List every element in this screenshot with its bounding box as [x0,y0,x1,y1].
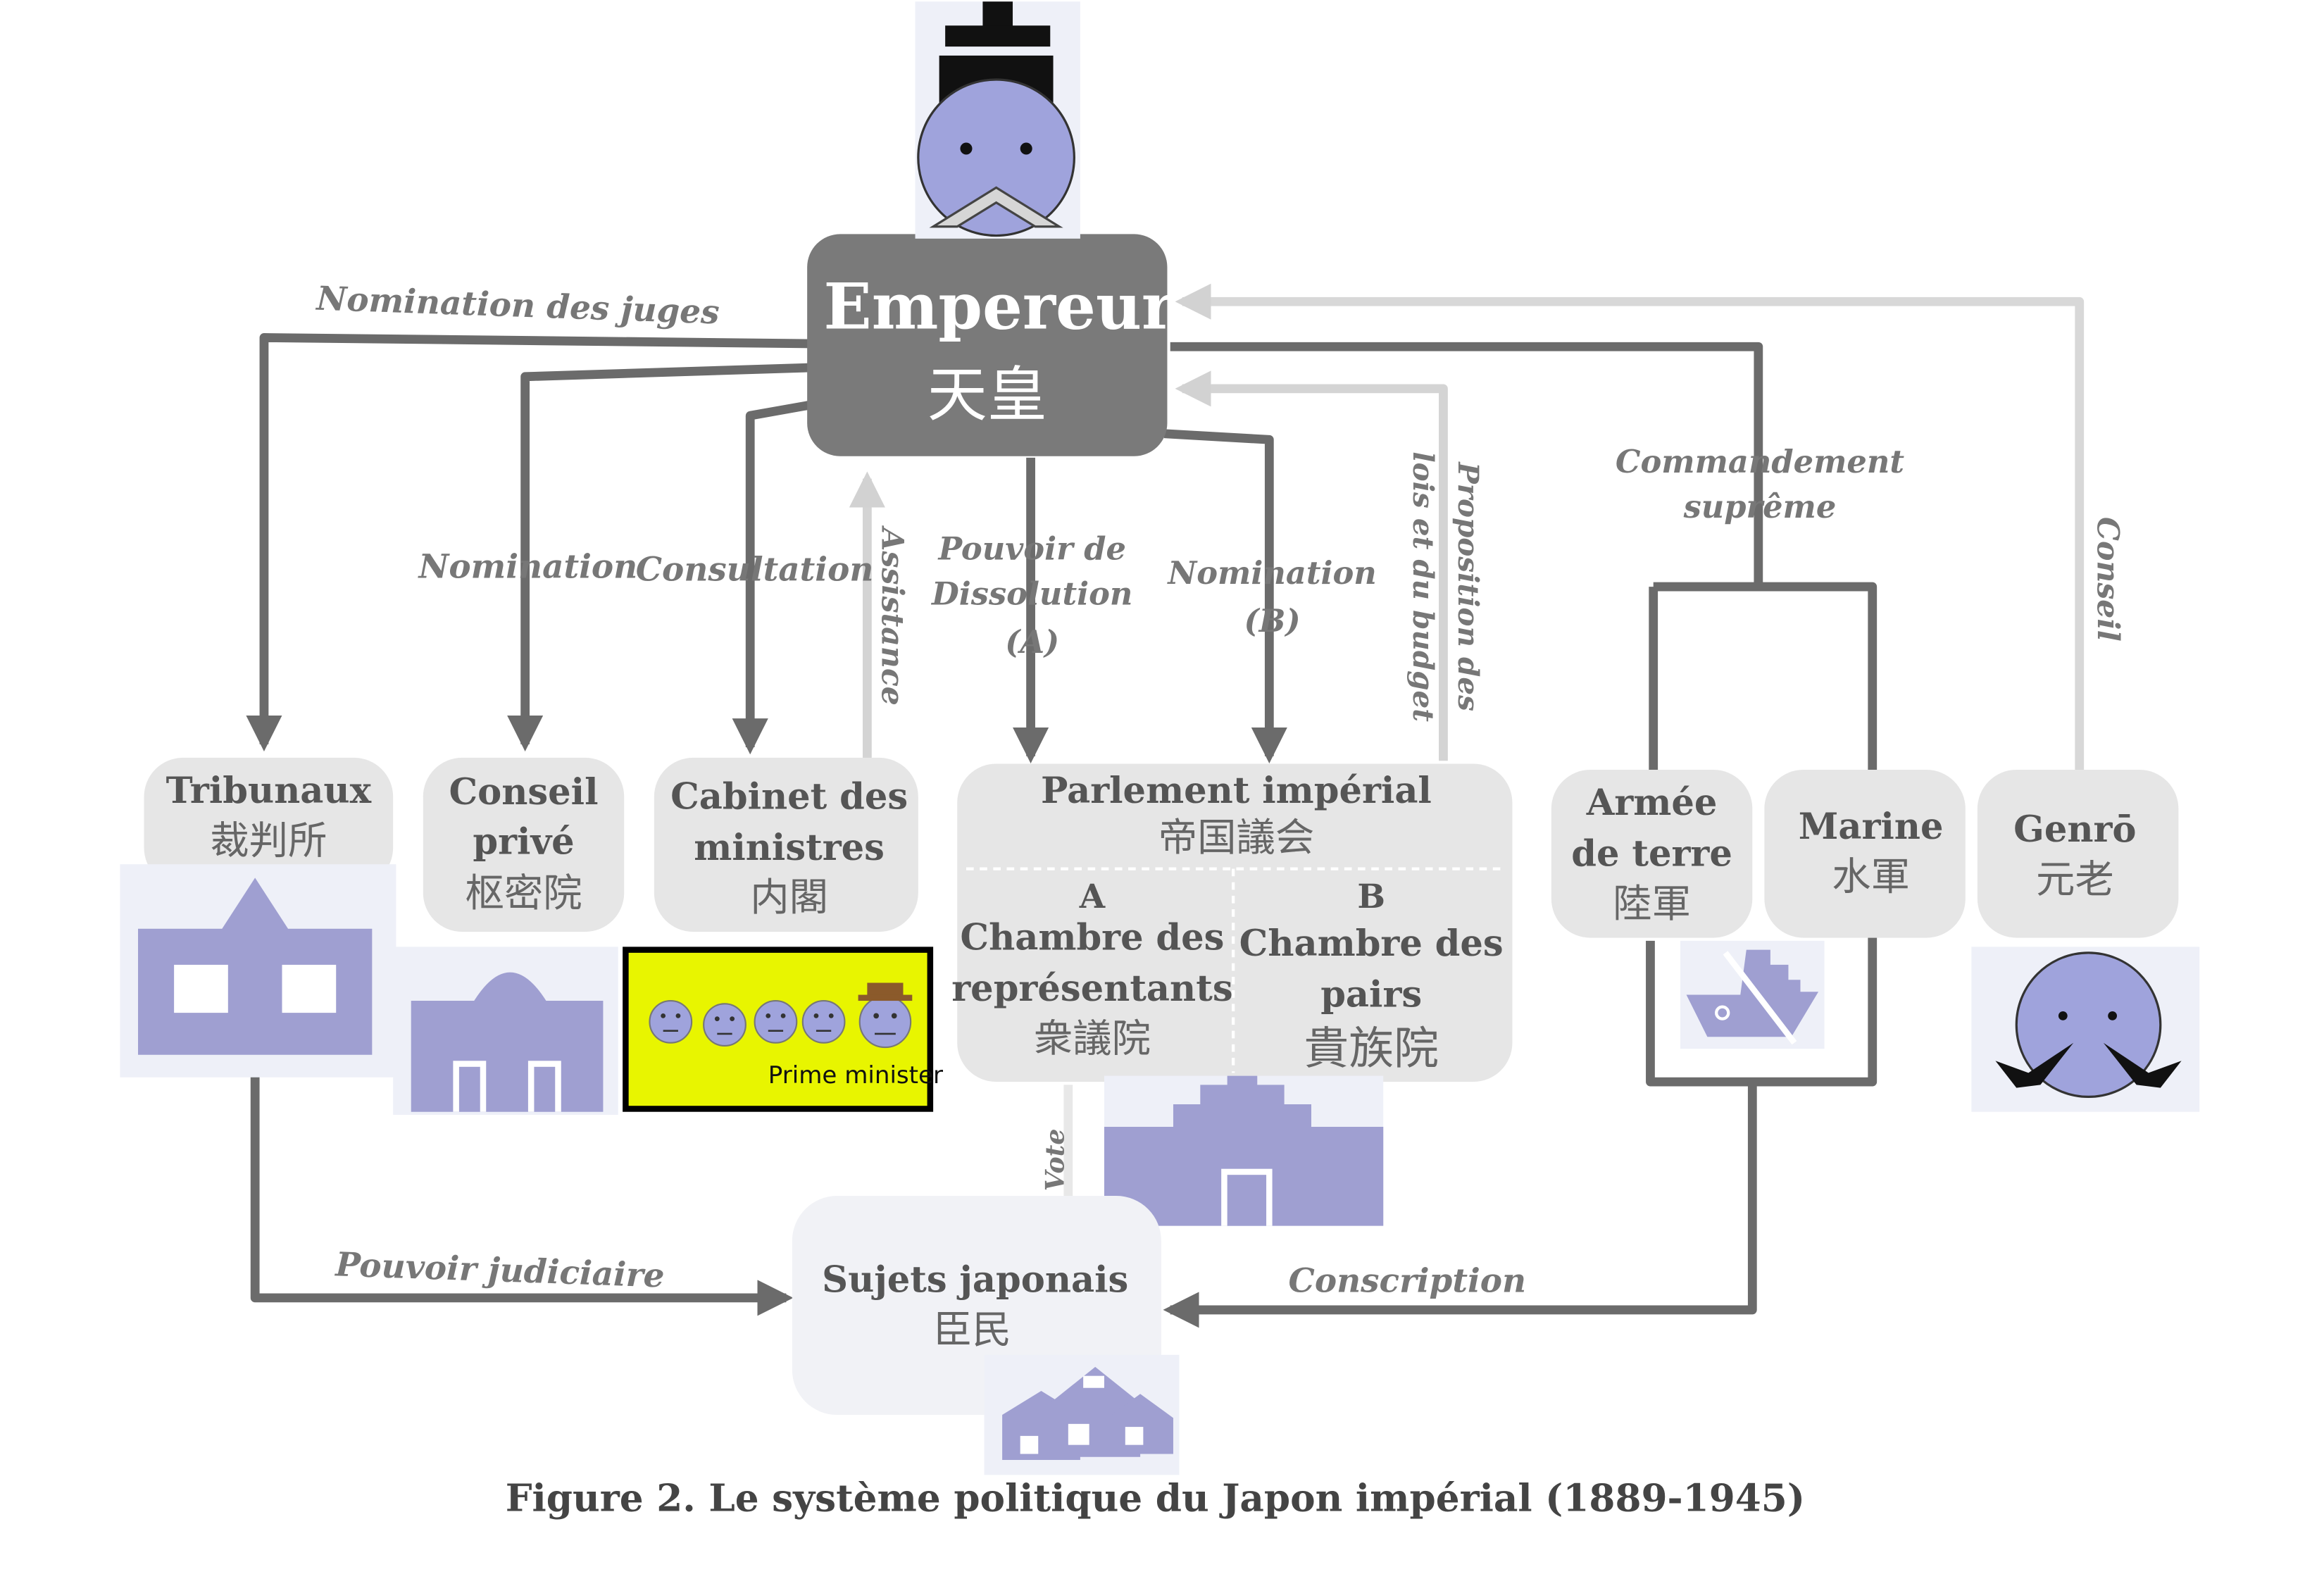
navy-node: Marine 水軍 [1764,769,1966,938]
army-kanji: 陸軍 [1613,882,1691,927]
edge-label-assistance: Assistance [875,525,910,705]
chamber-b-title-1: Chambre des [1239,923,1504,965]
chamber-b-letter: B [1357,878,1385,916]
chamber-b-node: B Chambre des pairs 貴族院 [1239,878,1504,1075]
chamber-a-title-2: représentants [951,968,1232,1010]
emperor-title: Empereur [824,270,1176,344]
edge-label-nomination-b-1: Nomination [1166,554,1376,592]
edge-label-dissolution-2: Dissolution [930,575,1132,613]
privy-council-title-2: privé [473,820,574,863]
cabinet-faces-icon: Prime minister [623,947,944,1112]
genro-kanji: 元老 [2036,858,2114,903]
edge-label-conscription: Conscription [1289,1261,1527,1300]
nomination-b-arrow [1163,429,1287,764]
command-fork [1649,582,1878,770]
chamber-a-letter: A [1079,878,1106,916]
army-title-2: de terre [1571,832,1732,875]
parliament-node: Parlement impérial 帝国議会 [957,763,1513,1082]
navy-kanji: 水軍 [1832,854,1910,899]
army-node: Armée de terre 陸軍 [1551,769,1753,938]
courts-kanji: 裁判所 [210,818,327,863]
judicial-arrow [250,1051,794,1316]
edge-label-vote: Vote [1039,1129,1070,1192]
privy-council-kanji: 枢密院 [465,871,582,916]
subjects-title: Sujets japonais [822,1259,1128,1301]
conseil-arrow [1175,283,2085,770]
houses-icon [984,1354,1180,1475]
cabinet-arrow [732,399,819,755]
edge-label-nomination-privy: Nomination [418,547,638,586]
edge-label-dissolution-1: Pouvoir de [937,530,1126,568]
command-line [1170,342,1763,590]
chamber-a-node: A Chambre des représentants 衆議院 [951,878,1232,1062]
edge-label-command-1: Commandement [1616,443,1905,480]
cabinet-node: Cabinet des ministres 内閣 [654,757,918,932]
edge-labels: Nomination des juges Nomination Consulta… [315,280,2125,1301]
genro-node: Genrō 元老 [1977,769,2179,938]
domed-building-icon [393,947,618,1115]
figure-caption: Figure 2. Le système politique du Japon … [506,1475,1805,1520]
edge-label-proposition-2: lois et du budget [1406,451,1440,722]
emperor-kanji: 天皇 [927,361,1047,430]
cabinet-title-1: Cabinet des [670,775,908,818]
edge-label-conseil: Conseil [2089,517,2125,642]
cabinet-title-2: ministres [694,827,885,869]
privy-council-title-1: Conseil [449,771,598,813]
connectors [246,283,2085,1328]
judges-arrow [246,333,811,751]
courts-title: Tribunaux [166,770,372,812]
prime-minister-label: Prime minister [768,1061,944,1089]
parliament-kanji: 帝国議会 [1158,816,1315,861]
military-bracket [1646,935,1878,1087]
cabinet-kanji: 内閣 [750,875,828,920]
diet-building-icon [1104,1075,1384,1226]
chamber-b-kanji: 貴族院 [1304,1023,1439,1075]
edge-label-dissolution-3: (A) [1005,623,1059,661]
navy-title: Marine [1799,806,1944,848]
emperor-face-icon [915,1,1080,239]
parliament-title: Parlement impérial [1041,770,1432,812]
edge-label-command-2: suprême [1683,488,1837,525]
army-title-1: Armée [1586,782,1718,824]
warship-icon [1680,940,1825,1049]
edge-label-proposition-1: Proposition des [1451,461,1485,711]
genro-face-icon [1971,947,2200,1112]
proposition-arrow [1175,370,1448,761]
genro-title: Genrō [2013,808,2136,851]
edge-label-nomination-b-2: (B) [1244,602,1301,639]
chamber-a-title-1: Chambre des [960,917,1224,959]
chamber-a-kanji: 衆議院 [1034,1016,1151,1061]
conscription-arrow [1163,1082,1757,1328]
subjects-kanji: 臣民 [933,1308,1011,1353]
edge-label-consultation: Consultation [636,551,874,589]
privy-council-node: Conseil privé 枢密院 [423,757,625,932]
chamber-b-title-2: pairs [1320,974,1422,1016]
emperor-node: Empereur 天皇 [807,234,1176,456]
courts-node: Tribunaux 裁判所 [144,757,394,887]
privy-arrow [507,363,811,751]
courthouse-icon [120,864,396,1078]
